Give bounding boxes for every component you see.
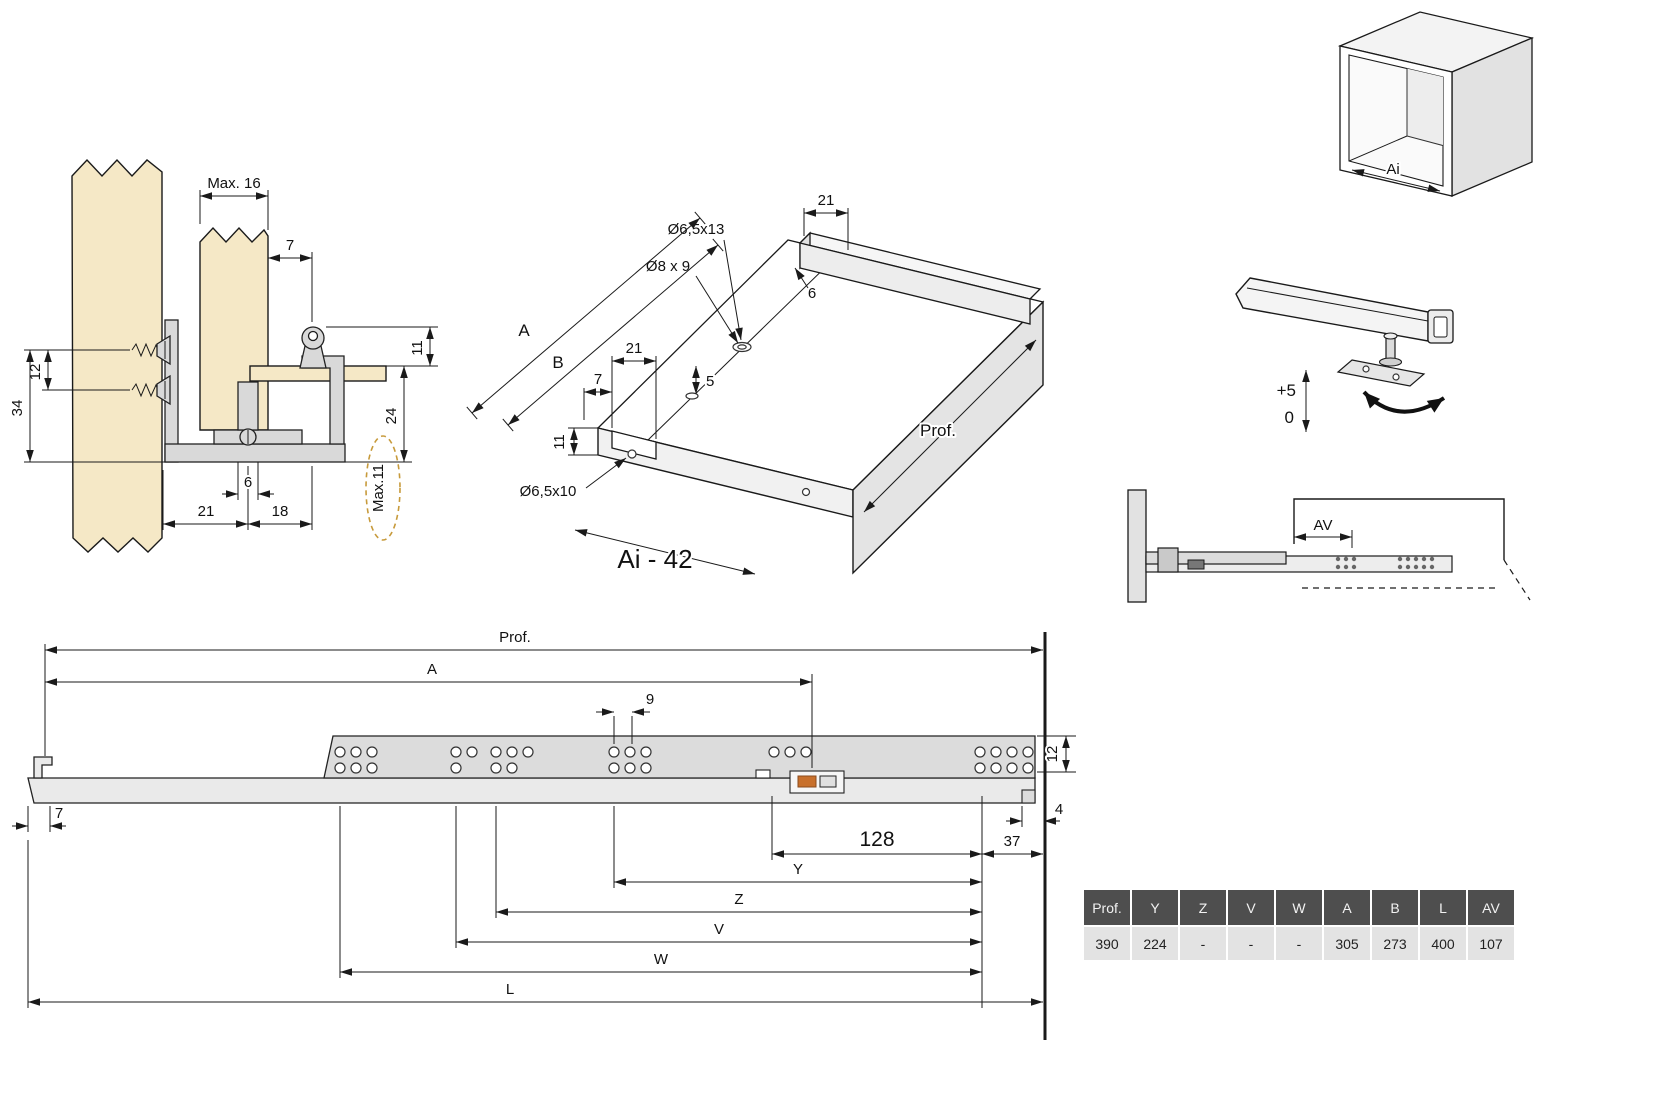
rail-rivets [1335, 556, 1435, 570]
rear-step [1021, 789, 1036, 804]
value-v: - [1226, 925, 1276, 962]
dim-7-label: 7 [55, 805, 63, 822]
dim-A-label: A [518, 321, 530, 340]
front-bracket [1157, 547, 1179, 573]
outer-rail-member [323, 735, 1036, 779]
dim-prof-label: Prof. [499, 629, 531, 646]
front-face-hole [801, 487, 811, 497]
dim-max16-label: Max. 16 [207, 175, 260, 192]
value-a: 305 [1322, 925, 1372, 962]
value-y: 224 [1130, 925, 1180, 962]
col-header-prof: Prof. [1082, 888, 1132, 927]
col-header-w: W [1274, 888, 1324, 927]
dim-21-label: 21 [198, 503, 215, 520]
dim-7-label: 7 [286, 237, 294, 254]
slide-extension-view: AV [1127, 489, 1531, 603]
rotation-arrow [1362, 390, 1446, 414]
hook-profile [301, 355, 345, 445]
counterbore-hole-inner [737, 344, 747, 350]
dim-prof-label: Prof. [920, 421, 956, 440]
spec-table-header-row: Prof. Y Z V W A B L AV [1082, 888, 1516, 927]
col-header-a: A [1322, 888, 1372, 927]
cabinet-box-view: Ai [1337, 11, 1535, 197]
value-w: - [1274, 925, 1324, 962]
dim-L-label: L [506, 981, 514, 998]
dim-4-label: 4 [1055, 801, 1063, 818]
isometric-drawer-bottom-view: 21 6 Ø6,5x13 Ø8 x 9 A B 21 7 5 11 Ø6,5x1… [466, 190, 1045, 576]
col-header-y: Y [1130, 888, 1180, 927]
col-header-v: V [1226, 888, 1276, 927]
col-header-b: B [1370, 888, 1420, 927]
rail-end-hole [1433, 316, 1448, 338]
col-header-z: Z [1178, 888, 1228, 927]
value-b: 273 [1370, 925, 1420, 962]
dim-34-label: 34 [9, 400, 26, 417]
dim-Z-label: Z [734, 891, 743, 908]
col-header-l: L [1418, 888, 1468, 927]
spec-table-value-row: 390 224 - - - 305 273 400 107 [1082, 925, 1516, 962]
front-notch [611, 430, 657, 460]
inner-rail-member [27, 777, 1036, 804]
max11-highlight-ellipse [365, 435, 401, 541]
front-hole [627, 449, 637, 459]
callout-hole-6513: Ø6,5x13 [668, 221, 725, 238]
drawer-rail-bar [1235, 277, 1429, 342]
mounting-holes [334, 746, 1034, 774]
dim-6-label: 6 [244, 474, 252, 491]
dim-37-label: 37 [1004, 833, 1021, 850]
dim-notch-7-label: 7 [594, 371, 602, 388]
value-l: 400 [1418, 925, 1468, 962]
dim-24-label: 24 [383, 408, 400, 425]
dim-av-label: AV [1314, 517, 1333, 534]
cabinet-side-panel [71, 158, 163, 553]
dim-ai-label: Ai [1386, 161, 1399, 178]
dim-6-label: 6 [808, 285, 816, 302]
dim-W-label: W [654, 951, 669, 968]
dim-V-label: V [714, 921, 724, 938]
cross-section-view: Max. 16 7 12 34 11 24 6 21 18 Max.11 [7, 158, 438, 553]
pin-hole [307, 330, 319, 342]
mounting-screw-bottom [131, 374, 171, 406]
callout-hole-6510: Ø6,5x10 [520, 483, 577, 500]
cabinet-rail [1145, 551, 1287, 565]
dim-9-label: 9 [646, 691, 654, 708]
height-adjustment-view: +5 0 [1235, 277, 1454, 432]
dim-max11-label: Max.11 [370, 464, 387, 512]
latch-accent [797, 775, 817, 788]
slide-profile [164, 319, 346, 463]
dim-edge-11-label: 11 [551, 434, 568, 450]
spec-table: Prof. Y Z V W A B L AV 390 224 - - - [1082, 888, 1516, 962]
dim-Y-label: Y [793, 861, 803, 878]
dim-B-label: B [552, 353, 563, 372]
mounting-screw-top [131, 334, 171, 366]
label-plus5: +5 [1277, 381, 1296, 400]
dim-11-label: 11 [409, 340, 426, 356]
bracket-plate [1336, 359, 1426, 387]
dim-notch-21-label: 21 [626, 340, 643, 357]
drawer-outline [1293, 498, 1505, 560]
label-zero: 0 [1285, 408, 1294, 427]
dim-A-label: A [427, 661, 437, 678]
callout-hole-8x9: Ø8 x 9 [646, 258, 690, 275]
front-hook [33, 756, 53, 779]
dim-12-label: 12 [1044, 746, 1061, 763]
dim-128-label: 128 [859, 828, 894, 851]
slide-elevation-view: Prof. A 9 12 7 4 128 37 Y Z V W L [12, 627, 1076, 1040]
dim-5-label: 5 [706, 373, 714, 390]
dim-18-label: 18 [272, 503, 289, 520]
rear-rail [798, 231, 1042, 325]
dim-rail-21-label: 21 [818, 192, 835, 209]
value-prof: 390 [1082, 925, 1132, 962]
cabinet-front-panel [1127, 489, 1147, 603]
dim-ai42-label: Ai - 42 [617, 544, 692, 574]
latch-block [1187, 559, 1205, 570]
value-z: - [1178, 925, 1228, 962]
value-av: 107 [1466, 925, 1516, 962]
col-header-av: AV [1466, 888, 1516, 927]
